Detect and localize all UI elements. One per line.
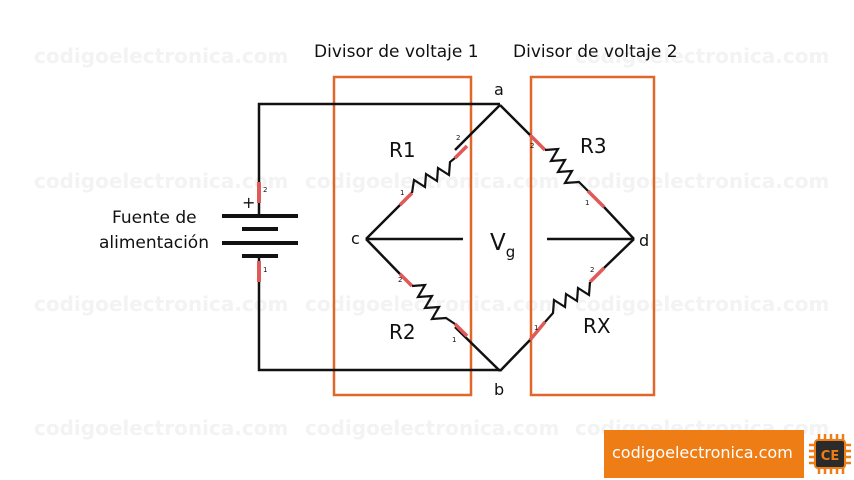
source-label-line2: alimentación [99,233,209,253]
resistor-r2 [398,272,469,338]
r2-label: R2 [389,320,416,344]
bridge-wiring [365,104,635,372]
battery-symbol [222,214,298,258]
node-b-label: b [494,380,504,399]
watermark: codigoelectronica.com [575,292,829,316]
chip-logo-icon: CE [809,434,851,474]
pin-number: 2 [263,186,267,194]
r3-label: R3 [580,134,607,158]
watermark-grid: codigoelectronica.com codigoelectronica.… [34,44,829,440]
supply-wiring [257,102,500,372]
watermark: codigoelectronica.com [305,169,559,193]
source-label-line1: Fuente de [112,208,197,228]
resistor-rx [528,266,606,342]
watermark: codigoelectronica.com [575,169,829,193]
vg-label: Vg [490,230,515,261]
watermark: codigoelectronica.com [34,292,288,316]
pin-number: 2 [530,142,534,150]
r1-label: R1 [389,138,416,162]
pin-number: 1 [585,199,589,207]
watermark: codigoelectronica.com [34,44,288,68]
plus-sign: + [242,193,255,212]
watermark: codigoelectronica.com [305,416,559,440]
pin-number: 1 [452,336,456,344]
pin-number: 2 [590,266,594,274]
divider-2-box [529,75,656,397]
pin-number: 1 [400,189,404,197]
divider-1-box [332,75,473,397]
divider-2-label: Divisor de voltaje 2 [513,42,678,62]
node-c-label: c [351,229,360,248]
logo-letters: CE [821,449,839,464]
watermark: codigoelectronica.com [34,169,288,193]
pin-number: 2 [398,276,402,284]
watermark: codigoelectronica.com [34,416,288,440]
resistor-r3 [528,133,606,209]
pin-number: 2 [456,134,460,142]
divider-1-label: Divisor de voltaje 1 [314,42,479,62]
watermark: codigoelectronica.com [575,44,829,68]
resistor-r1 [398,144,469,207]
pin-number: 1 [534,324,538,332]
brand-text: codigoelectronica.com [612,443,793,462]
rx-label: RX [583,314,611,338]
node-d-label: d [639,231,649,250]
node-a-label: a [494,80,504,99]
pin-number: 1 [263,266,267,274]
brand-banner [604,430,804,478]
